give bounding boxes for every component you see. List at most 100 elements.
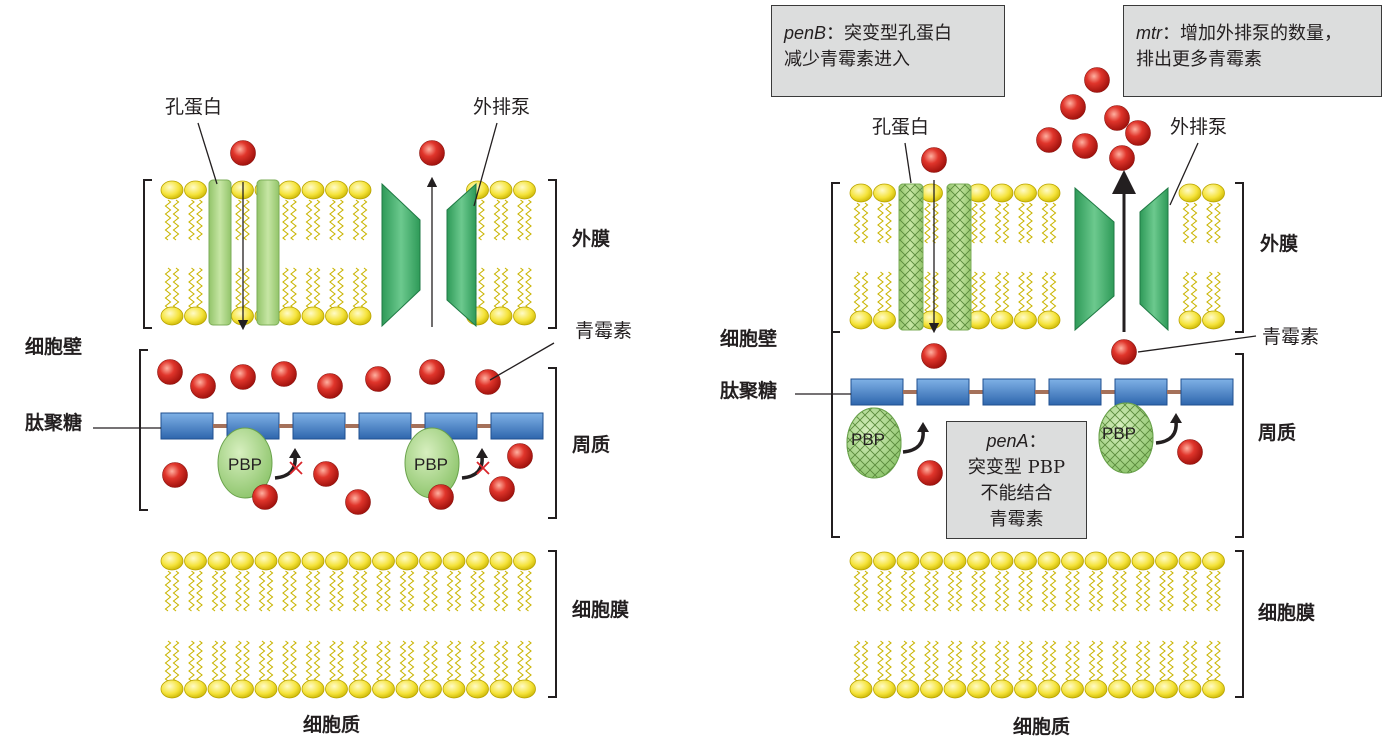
outer-membrane-label-left: 外膜 (572, 228, 611, 250)
lipid-head (301, 180, 325, 200)
lipid-head (160, 679, 184, 699)
lipid-tail (243, 199, 250, 241)
lipid-tail (384, 570, 391, 612)
pbp-binding-arrow-left-2-head (476, 448, 488, 458)
lipid-head (231, 679, 254, 699)
lipid-tail (924, 640, 931, 682)
penicillin-ball-left-7 (365, 366, 391, 392)
lipid-tail (446, 570, 454, 612)
lipid-head (184, 679, 207, 699)
lipid-head (442, 551, 466, 571)
lipid-tail (1041, 271, 1049, 313)
lipid-tail (1088, 640, 1096, 682)
cell-wall-bracket-right-outer (831, 182, 840, 333)
penA-line2: 突变型 PBP (967, 457, 1066, 478)
penicillin-ball-right-1 (921, 343, 947, 369)
lipid-tail (235, 570, 242, 612)
lipid-head (849, 310, 873, 330)
lipid-tail (1002, 271, 1010, 313)
lipid-head (1037, 679, 1061, 699)
lipid-tail (1206, 202, 1213, 244)
outer-membrane-bracket-left (548, 179, 557, 329)
cell-wall-label-left: 细胞壁 (25, 336, 83, 358)
lipid-tail (924, 271, 931, 313)
lipid-head (1131, 679, 1155, 699)
lipid-tail (1018, 202, 1025, 244)
lipid-tail (517, 640, 524, 682)
lipid-head (1131, 551, 1155, 571)
lipid-head (920, 310, 943, 330)
lipid-tail (1167, 570, 1174, 612)
pbp-label-left-2: PBP (414, 455, 449, 474)
mtr-line1: ：增加外排泵的数量， (1162, 23, 1342, 44)
lipid-head (301, 306, 325, 326)
periplasm-bracket-right (1235, 353, 1244, 538)
lipid-head (348, 180, 372, 200)
lipid-head (325, 306, 348, 326)
lipid-head (184, 180, 207, 200)
pbp-binding-arrow-left-1-head (289, 448, 301, 458)
lipid-head (849, 551, 873, 571)
lipid-head (1155, 551, 1178, 571)
lipid-head (184, 306, 207, 326)
lipid-tail (979, 640, 986, 682)
penA-line1: ： (1028, 431, 1047, 452)
lipid-tail (164, 570, 172, 612)
lipid-tail (352, 570, 360, 612)
peptidoglycan-block (916, 378, 970, 406)
lipid-head (896, 551, 920, 571)
lipid-head (207, 551, 231, 571)
efflux-pump-right-left-half (1074, 186, 1115, 332)
lipid-tail (1206, 570, 1213, 612)
lipid-head (301, 679, 325, 699)
lipid-tail (979, 271, 986, 313)
lipid-tail (955, 640, 963, 682)
lipid-head (1202, 679, 1225, 699)
lipid-head (348, 679, 372, 699)
penicillin-ball-right-4 (1177, 439, 1203, 465)
lipid-head (325, 551, 348, 571)
lipid-tail (282, 570, 289, 612)
lipid-tail (211, 570, 219, 612)
lipid-tail (446, 640, 454, 682)
mtr-annotation-box: mtr：增加外排泵的数量， 排出更多青霉素 (1123, 5, 1382, 97)
lipid-tail (470, 640, 477, 682)
lipid-head (1037, 183, 1061, 203)
lipid-tail (219, 570, 227, 612)
penicillin-ball-left-9 (475, 369, 501, 395)
mtr-gene-name: mtr (1136, 23, 1162, 43)
lipid-tail (478, 640, 485, 682)
lipid-head (1178, 310, 1202, 330)
lipid-tail (1026, 202, 1033, 244)
lipid-head (1108, 551, 1131, 571)
lipid-tail (971, 570, 978, 612)
lipid-head (442, 679, 466, 699)
lipid-head (967, 679, 990, 699)
membrane-proteins (208, 179, 1169, 332)
penicillin-molecules (157, 67, 1203, 515)
penicillin-ball-left-5 (271, 361, 297, 387)
lipid-head (1084, 551, 1108, 571)
penicillin-ball-right-11 (1125, 120, 1151, 146)
lipid-tail (947, 570, 955, 612)
lipid-tail (1041, 640, 1049, 682)
lipid-head (943, 679, 967, 699)
peptide-link (903, 390, 917, 394)
peptidoglycan-block (358, 412, 412, 440)
penicillin-ball-right-7 (1104, 105, 1130, 131)
lipid-tail (1049, 202, 1057, 244)
lipid-head (254, 679, 278, 699)
peptide-link (969, 390, 983, 394)
lipid-tail (1143, 570, 1151, 612)
lipid-tail (305, 199, 313, 241)
lipid-tail (1214, 570, 1221, 612)
penicillin-ball-left-2 (157, 359, 183, 385)
lipid-tail (947, 640, 955, 682)
pbp-label-right-2: PBP (1102, 424, 1137, 443)
lipid-head (372, 551, 395, 571)
lipid-tail (885, 202, 892, 244)
lipid-tail (1073, 570, 1080, 612)
mutant-porin-right-hatch (946, 183, 972, 331)
peptide-link (213, 424, 227, 428)
lipid-tail (454, 640, 462, 682)
